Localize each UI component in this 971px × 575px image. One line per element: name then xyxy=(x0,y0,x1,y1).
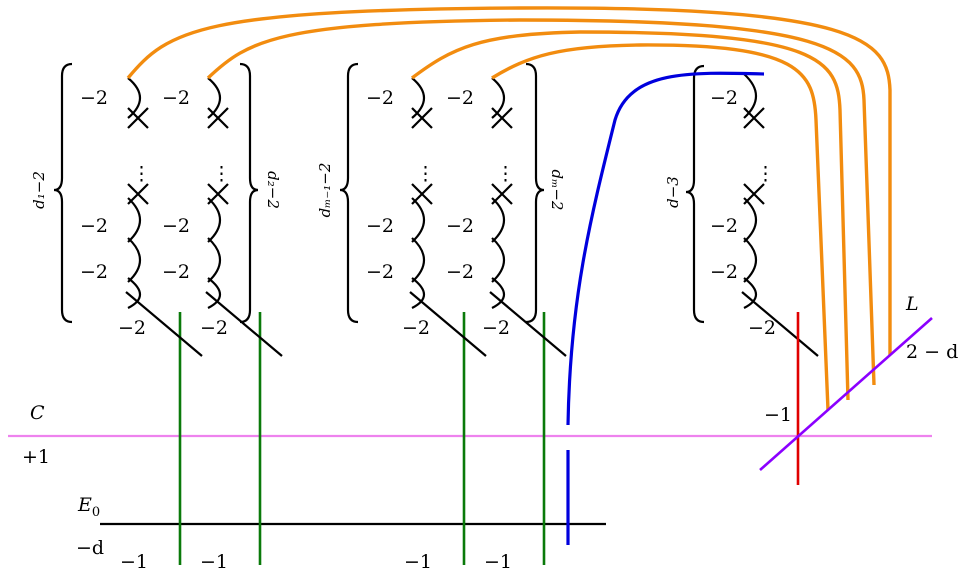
svg-text:⋮: ⋮ xyxy=(132,163,151,185)
chain-column-3 xyxy=(409,77,487,357)
svg-text:−2: −2 xyxy=(80,87,108,109)
svg-text:−2: −2 xyxy=(118,317,146,339)
orange-curve-1 xyxy=(126,6,892,355)
red-label: −1 xyxy=(764,404,792,426)
svg-text:−2: −2 xyxy=(402,317,430,339)
green-label-2: −1 xyxy=(200,551,228,573)
green-label-3: −1 xyxy=(404,551,432,573)
brace-label-4: dₘ−2 xyxy=(548,170,566,211)
svg-text:−2: −2 xyxy=(162,261,190,283)
chain-column-4 xyxy=(489,77,567,357)
brace-group-2 xyxy=(239,62,259,324)
svg-text:−2: −2 xyxy=(200,317,228,339)
brace-group-3 xyxy=(339,62,359,324)
brace-label-3: dₘ₋₁−2 xyxy=(316,163,334,218)
svg-text:−2: −2 xyxy=(366,261,394,283)
svg-text:−2: −2 xyxy=(162,215,190,237)
label-L: L xyxy=(905,293,919,315)
svg-text:⋮: ⋮ xyxy=(496,163,515,185)
brace-label-5: d−3 xyxy=(664,176,682,208)
svg-text:−2: −2 xyxy=(80,261,108,283)
green-label-4: −1 xyxy=(484,551,512,573)
svg-text:−2: −2 xyxy=(366,87,394,109)
svg-text:⋮: ⋮ xyxy=(416,163,435,185)
svg-text:⋮: ⋮ xyxy=(212,163,231,185)
line-L xyxy=(759,317,933,471)
brace-label-1: d₁−2 xyxy=(30,171,48,209)
chain-column-5 xyxy=(741,73,819,357)
label-E0: E0 xyxy=(77,494,100,520)
svg-text:−2: −2 xyxy=(748,317,776,339)
svg-text:−2: −2 xyxy=(366,215,394,237)
vdots: ⋮ ⋮ ⋮ ⋮ ⋮ xyxy=(132,163,775,185)
svg-text:−2: −2 xyxy=(710,261,738,283)
label-E0-self-intersection: −d xyxy=(76,537,104,559)
orange-curve-4 xyxy=(491,43,830,411)
label-L-self-intersection: 2 − d xyxy=(906,341,958,363)
svg-text:−2: −2 xyxy=(710,215,738,237)
brace-group-5 xyxy=(685,64,705,324)
label-C: C xyxy=(30,402,45,424)
svg-text:−2: −2 xyxy=(446,87,474,109)
svg-text:−2: −2 xyxy=(446,215,474,237)
svg-text:−2: −2 xyxy=(80,215,108,237)
svg-text:−2: −2 xyxy=(710,87,738,109)
svg-text:−2: −2 xyxy=(482,317,510,339)
svg-text:−2: −2 xyxy=(162,87,190,109)
svg-text:−2: −2 xyxy=(446,261,474,283)
chain-column-2 xyxy=(205,77,283,357)
minus-two-labels: −2 −2 −2 −2 −2 −2 −2 −2 −2 −2 −2 −2 −2 −… xyxy=(80,87,776,339)
blue-curve xyxy=(566,71,765,426)
label-C-self-intersection: +1 xyxy=(22,446,50,468)
orange-curve-3 xyxy=(410,30,850,401)
green-label-1: −1 xyxy=(120,551,148,573)
brace-group-4 xyxy=(525,62,545,324)
svg-text:⋮: ⋮ xyxy=(756,163,775,185)
brace-group-1 xyxy=(53,62,73,324)
chain-column-1 xyxy=(125,77,203,357)
brace-label-2: d₂−2 xyxy=(264,171,282,209)
orange-curve-2 xyxy=(206,18,876,386)
